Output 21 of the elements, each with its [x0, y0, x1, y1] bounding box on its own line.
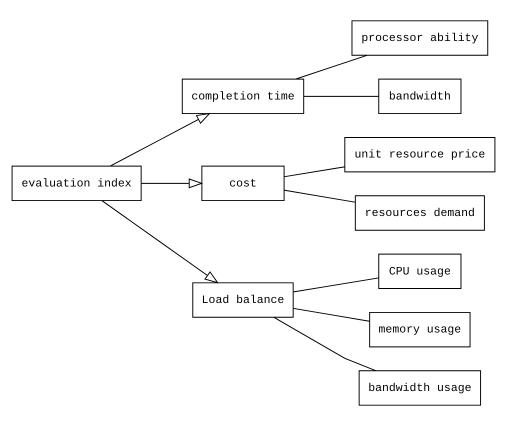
connector — [295, 54, 368, 80]
connector — [273, 316, 376, 372]
connector — [293, 277, 380, 292]
connector — [284, 190, 356, 203]
node-box: bandwidth usage — [358, 370, 482, 406]
node-box: Load balance — [192, 282, 294, 318]
node-box: processor ability — [352, 20, 488, 56]
node-box: unit resource price — [344, 137, 496, 172]
node-box: bandwidth — [378, 78, 462, 114]
node-box: cost — [201, 166, 285, 202]
node-box: resources demand — [354, 195, 485, 231]
arrow — [110, 112, 211, 166]
node-box: CPU usage — [378, 254, 462, 289]
arrow — [101, 200, 219, 284]
node-box: completion time — [182, 78, 304, 114]
node-box: evaluation index — [12, 166, 142, 202]
node-box: memory usage — [369, 312, 471, 348]
arrow — [141, 178, 204, 188]
connector — [293, 308, 370, 322]
connector — [284, 166, 346, 178]
connector — [303, 96, 380, 97]
